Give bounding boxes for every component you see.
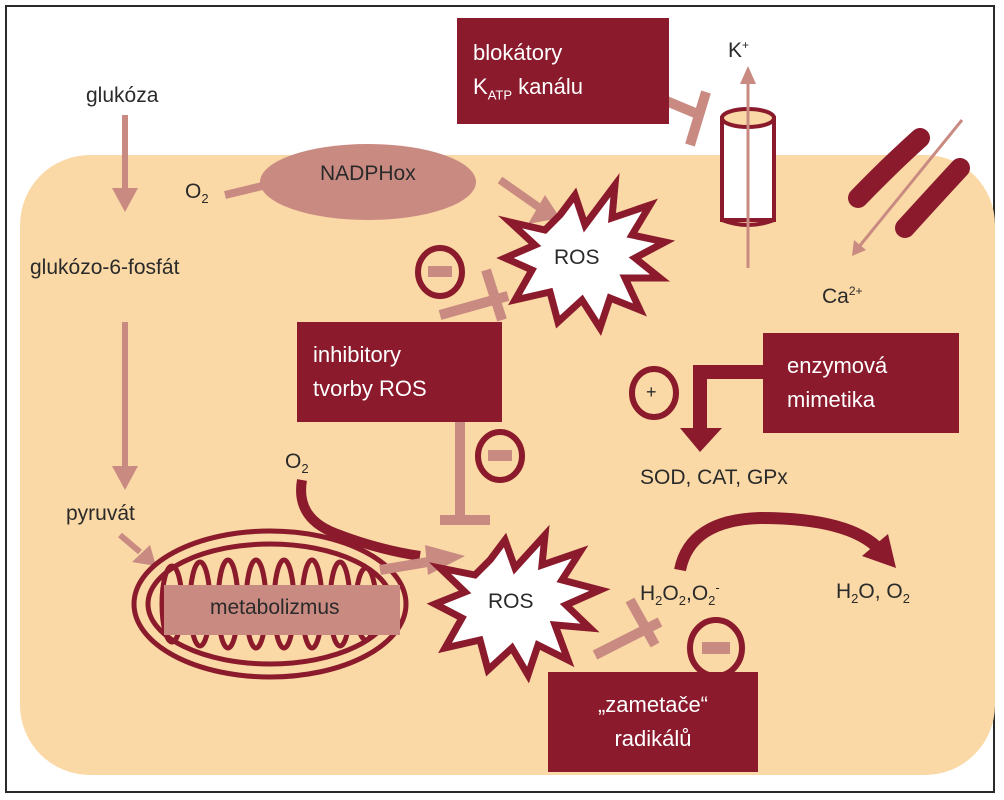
label-ca: Ca2+ — [822, 284, 863, 308]
ros-star-top — [496, 173, 676, 337]
box-enzymova-line1: enzymová — [787, 353, 888, 378]
box-zametace: „zametače“ radikálů — [548, 672, 758, 772]
label-ros-bottom: ROS — [488, 590, 534, 613]
arrow-mimetika-sod — [680, 365, 765, 452]
arrow-nadphox-ros — [497, 176, 560, 224]
label-h2o-o2: H2O, O2 — [836, 580, 910, 607]
label-ros-top: ROS — [554, 246, 600, 269]
plus-sign: + — [646, 382, 657, 402]
arrow-h2o2-h2o — [674, 511, 896, 572]
label-nadphox: NADPHox — [320, 162, 416, 185]
inhibition-zametace — [592, 597, 663, 660]
nadphox-ellipse — [260, 144, 476, 220]
inhibition-to-ros-bottom — [440, 420, 490, 525]
box-zametace-line1: „zametače“ — [597, 692, 709, 717]
arrow-g6p-pyruvat — [112, 322, 138, 490]
box-blokatory: blokátory KATP kanálu — [457, 18, 669, 124]
arrow-k-efflux — [740, 66, 756, 268]
box-zametace-line2: radikálů — [614, 726, 692, 751]
arrow-pyruvat-mitochondrion — [118, 532, 156, 566]
label-pyruvat: pyruvát — [66, 502, 135, 525]
arrow-o2-ros — [296, 479, 421, 561]
box-enzymova-mimetika: enzymová mimetika — [763, 333, 959, 433]
ca-channel — [848, 128, 970, 238]
label-sod-cat-gpx: SOD, CAT, GPx — [640, 466, 788, 489]
box-blokatory-line1: blokátory — [473, 40, 563, 65]
label-o2-top: O2 — [185, 180, 209, 207]
inhibit-circle-top — [415, 245, 465, 299]
label-h2o2: H2O2,O2- — [640, 580, 720, 609]
ros-star-bottom — [426, 524, 611, 684]
box-enzymova-line2: mimetika — [787, 387, 876, 412]
stimulate-circle — [629, 366, 679, 420]
label-glukoza: glukóza — [86, 84, 159, 107]
box-inhibitory-line2: tvorby ROS — [313, 376, 427, 401]
inhibit-circle-mid — [475, 429, 525, 483]
inhibition-to-ros-top — [438, 268, 510, 322]
label-g6p: glukózo-6-fosfát — [30, 256, 180, 279]
mitochondrion — [131, 528, 409, 680]
label-o2-mid: O2 — [285, 450, 309, 477]
box-inhibitory-line1: inhibitory — [313, 342, 402, 367]
box-inhibitory: inhibitory tvorby ROS — [297, 322, 502, 422]
metabolizmus-box — [164, 585, 400, 635]
box-blokatory-line2: KATP kanálu — [473, 74, 583, 103]
label-k-plus: K+ — [728, 38, 750, 62]
inhibit-circle-bottom — [687, 617, 745, 679]
arrow-glukoza-g6p — [112, 115, 138, 212]
arrow-ca-influx — [852, 119, 964, 256]
label-metabolizmus: metabolizmus — [210, 596, 340, 619]
